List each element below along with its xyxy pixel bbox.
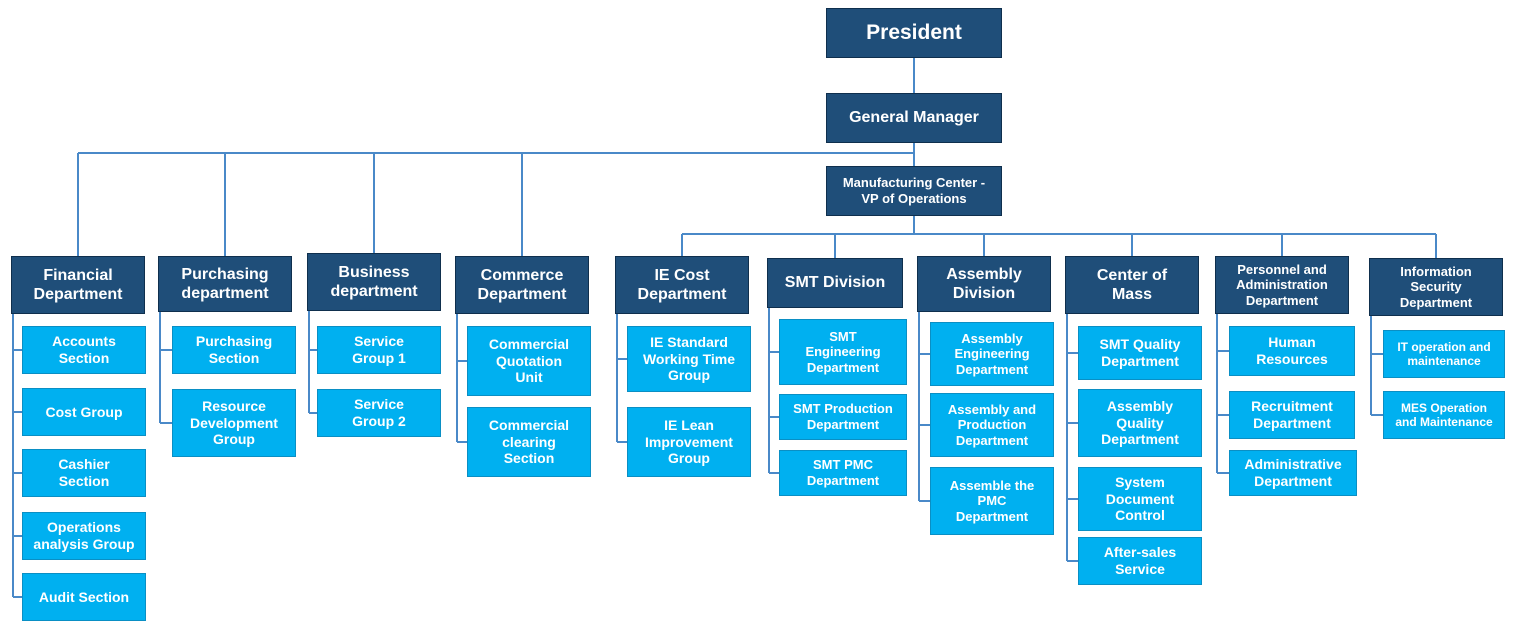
node-mfg: Manufacturing Center - VP of Operations — [826, 166, 1002, 216]
node-asm-2: Assembly and Production Department — [930, 393, 1054, 457]
node-com-1: Commercial Quotation Unit — [467, 326, 591, 396]
node-bus-2: Service Group 2 — [317, 389, 441, 437]
node-fin-3: Cashier Section — [22, 449, 146, 497]
node-pur-2: Resource Development Group — [172, 389, 296, 457]
node-smt: SMT Division — [767, 258, 903, 308]
node-fin-1: Accounts Section — [22, 326, 146, 374]
node-ie-2: IE Lean Improvement Group — [627, 407, 751, 477]
node-fin-2: Cost Group — [22, 388, 146, 436]
node-com2-2: Assembly Quality Department — [1078, 389, 1202, 457]
node-fin-5: Audit Section — [22, 573, 146, 621]
node-smt-3: SMT PMC Department — [779, 450, 907, 496]
node-com2-4: After-sales Service — [1078, 537, 1202, 585]
node-asm-3: Assemble the PMC Department — [930, 467, 1054, 535]
node-fin-4: Operations analysis Group — [22, 512, 146, 560]
node-ie: IE Cost Department — [615, 256, 749, 314]
node-per: Personnel and Administration Department — [1215, 256, 1349, 314]
node-per-1: Human Resources — [1229, 326, 1355, 376]
node-asm-1: Assembly Engineering Department — [930, 322, 1054, 386]
node-smt-1: SMT Engineering Department — [779, 319, 907, 385]
node-per-3: Administrative Department — [1229, 450, 1357, 496]
node-per-2: Recruitment Department — [1229, 391, 1355, 439]
node-president: President — [826, 8, 1002, 58]
node-bus-1: Service Group 1 — [317, 326, 441, 374]
node-info: Information Security Department — [1369, 258, 1503, 316]
node-gm: General Manager — [826, 93, 1002, 143]
node-com-2: Commercial clearing Section — [467, 407, 591, 477]
node-com2-1: SMT Quality Department — [1078, 326, 1202, 380]
node-pur: Purchasing department — [158, 256, 292, 312]
node-ie-1: IE Standard Working Time Group — [627, 326, 751, 392]
node-info-2: MES Operation and Maintenance — [1383, 391, 1505, 439]
node-info-1: IT operation and maintenance — [1383, 330, 1505, 378]
node-pur-1: Purchasing Section — [172, 326, 296, 374]
node-asm: Assembly Division — [917, 256, 1051, 312]
node-bus: Business department — [307, 253, 441, 311]
node-fin: Financial Department — [11, 256, 145, 314]
node-smt-2: SMT Production Department — [779, 394, 907, 440]
node-com2: Center of Mass — [1065, 256, 1199, 314]
node-com: Commerce Department — [455, 256, 589, 314]
node-com2-3: System Document Control — [1078, 467, 1202, 531]
